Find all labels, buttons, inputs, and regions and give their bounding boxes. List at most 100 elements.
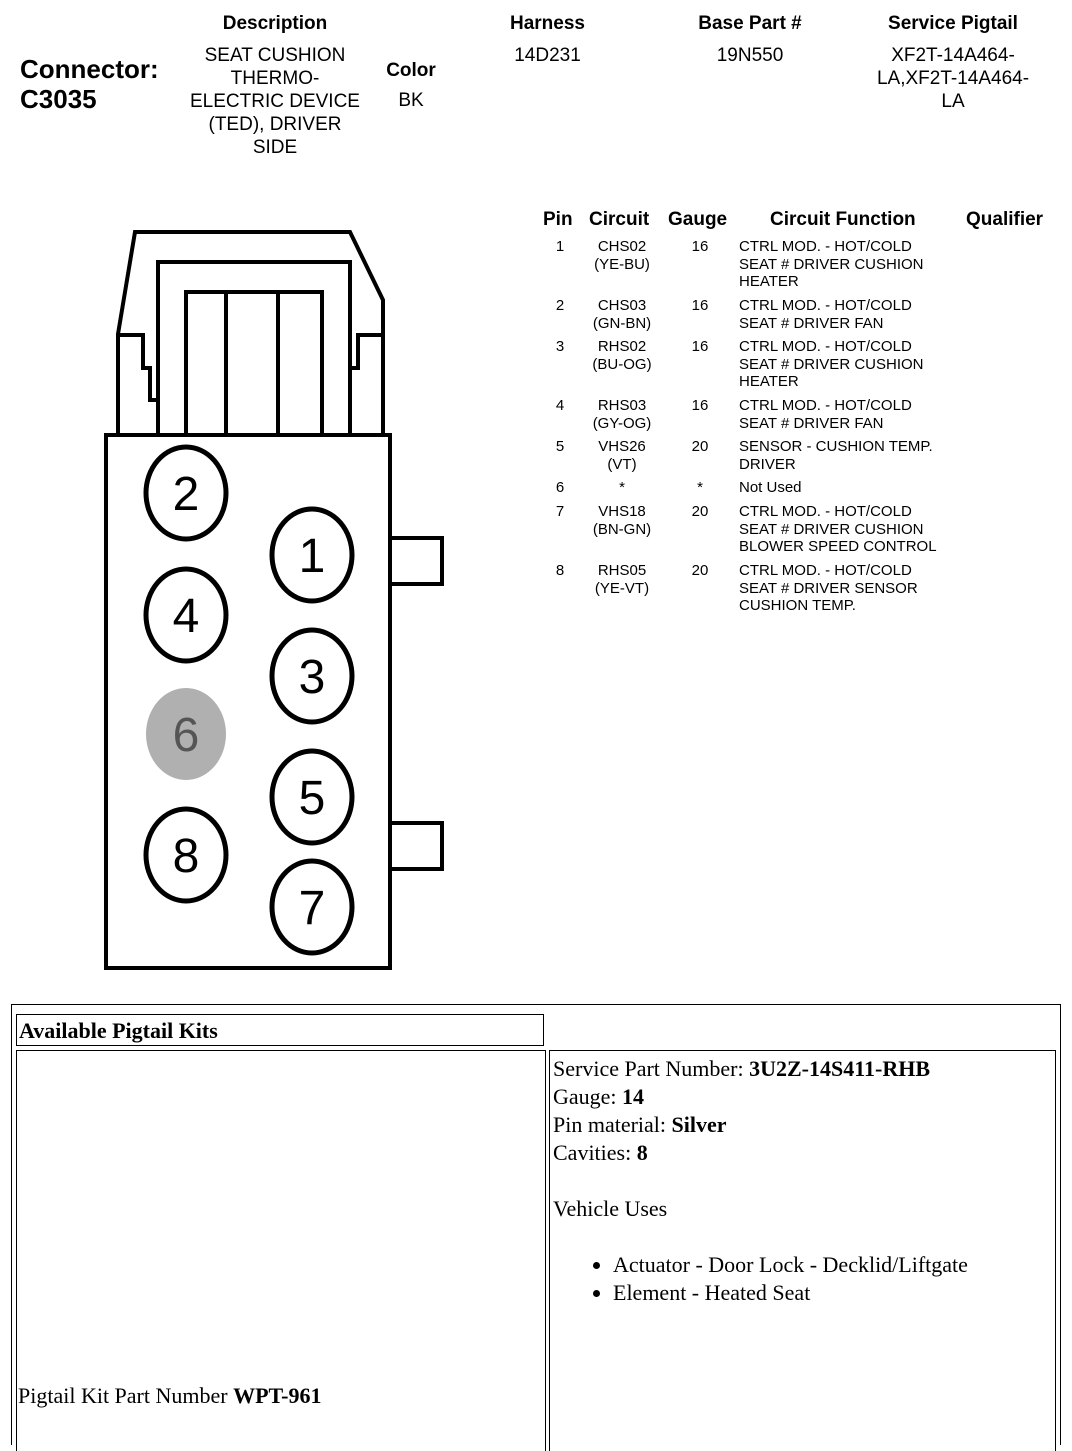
pigtail-kit-part-number: Pigtail Kit Part Number WPT-961 xyxy=(18,1383,322,1409)
connector-rib-block xyxy=(184,290,324,437)
pin-circuit-line: (BN-GN) xyxy=(592,520,652,538)
color-value: BK xyxy=(398,90,424,111)
pin-circuit-line: RHS05 xyxy=(597,562,647,579)
pin-function-line: DRIVER xyxy=(739,455,796,473)
pin-number: 6 xyxy=(555,479,565,496)
pin-table-header-circuit: Circuit xyxy=(589,209,650,230)
pin-circle xyxy=(269,506,355,604)
pin-label: 7 xyxy=(299,882,326,935)
pin-function-line: SEAT # DRIVER FAN xyxy=(739,414,884,432)
pin-cavity-3: 3 xyxy=(269,627,355,725)
base-part-value: 19N550 xyxy=(716,45,784,66)
connector-label-text: Connector: xyxy=(20,54,159,84)
pin-number: 4 xyxy=(555,397,565,414)
vehicle-use-item: Element - Heated Seat xyxy=(613,1279,968,1307)
pin-function-line: Not Used xyxy=(739,479,802,496)
pigtail-kit-image-cell xyxy=(16,1050,546,1451)
pin-circuit: RHS03(GY-OG) xyxy=(582,397,662,432)
connector-latch-inner xyxy=(156,260,352,435)
harness-header: Harness xyxy=(510,13,585,34)
pin-gauge: 16 xyxy=(691,338,709,355)
pin-circuit: CHS02(YE-BU) xyxy=(582,238,662,273)
pin-circuit-line: (YE-BU) xyxy=(594,255,650,273)
pigtail-kits-title: Available Pigtail Kits xyxy=(16,1014,544,1046)
color-header: Color xyxy=(386,60,436,81)
pin-circuit-function: SENSOR - CUSHION TEMP.DRIVER xyxy=(739,438,969,473)
pin-function-line: CTRL MOD. - HOT/COLD xyxy=(739,503,912,520)
service-part-label: Service Part Number: xyxy=(553,1056,744,1081)
pin-label: 5 xyxy=(299,772,326,825)
connector-face-diagram: 1 234 5 6 7 8 xyxy=(104,230,444,970)
service-part-row: Service Part Number: 3U2Z-14S411-RHB xyxy=(553,1055,968,1083)
kit-part-value: WPT-961 xyxy=(233,1383,322,1408)
pin-function-line: HEATER xyxy=(739,373,799,390)
description-line: SIDE xyxy=(252,137,298,158)
pin-circuit: RHS05(YE-VT) xyxy=(582,562,662,597)
pin-gauge: 20 xyxy=(691,503,709,520)
pin-circuit: VHS18(BN-GN) xyxy=(582,503,662,538)
pin-function-line: SEAT # DRIVER FAN xyxy=(739,314,884,332)
pin-table-header-pin: Pin xyxy=(543,209,573,230)
connector-latch-outline xyxy=(116,230,385,435)
pin-function-line: SENSOR - CUSHION TEMP. xyxy=(739,438,933,455)
connector-body xyxy=(104,433,392,970)
pin-circuit-line: (YE-VT) xyxy=(594,579,650,597)
vehicle-uses-label: Vehicle Uses xyxy=(553,1196,668,1221)
service-pigtail-header: Service Pigtail xyxy=(888,13,1018,34)
pin-circuit: * xyxy=(582,479,662,497)
service-pigtail-line: XF2T-14A464- xyxy=(891,45,1015,66)
pin-number: 2 xyxy=(555,297,565,314)
pin-circuit-line: VHS26 xyxy=(598,438,646,455)
pin-label: 1 xyxy=(299,530,326,583)
pin-cavity-4: 4 xyxy=(143,566,229,664)
gauge-row: Gauge: 14 xyxy=(553,1083,968,1111)
pin-function-line: BLOWER SPEED CONTROL xyxy=(739,538,937,555)
pin-cavity-8: 8 xyxy=(143,806,229,904)
pin-circle xyxy=(143,566,229,664)
pin-function-line: CTRL MOD. - HOT/COLD xyxy=(739,397,912,414)
cavities-label: Cavities: xyxy=(553,1140,632,1165)
pin-gauge: * xyxy=(697,479,703,496)
pin-number: 3 xyxy=(555,338,565,355)
pin-circuit-line: (VT) xyxy=(607,455,637,473)
pin-label: 6 xyxy=(173,709,200,762)
gauge-value: 14 xyxy=(622,1084,645,1109)
pigtail-kit-details-cell xyxy=(549,1050,1056,1451)
pin-gauge: 16 xyxy=(691,397,709,414)
pin-circuit-line: (BU-OG) xyxy=(592,355,652,373)
pin-circle xyxy=(269,748,355,846)
description-header: Description xyxy=(222,13,328,34)
pin-number: 1 xyxy=(555,238,565,255)
pin-number: 5 xyxy=(555,438,565,455)
pin-function-line: CTRL MOD. - HOT/COLD xyxy=(739,297,912,314)
pin-gauge: 20 xyxy=(691,562,709,579)
pin-table-header-qualifier: Qualifier xyxy=(966,209,1044,230)
pin-cavity-1: 1 xyxy=(269,506,355,604)
pin-function-line: SEAT # DRIVER CUSHION xyxy=(739,355,924,373)
pin-circuit-line: * xyxy=(619,479,625,496)
pin-function-line: SEAT # DRIVER CUSHION xyxy=(739,520,924,538)
harness-value: 14D231 xyxy=(514,45,581,66)
pigtail-kit-details: Service Part Number: 3U2Z-14S411-RHB Gau… xyxy=(553,1055,968,1307)
description-value: SEAT CUSHION THERMO- ELECTRIC DEVICE (TE… xyxy=(175,44,375,159)
pin-circle xyxy=(269,858,355,956)
pin-circuit-line: RHS02 xyxy=(597,338,647,355)
pin-function-line: CTRL MOD. - HOT/COLD xyxy=(739,238,912,255)
pin-cavity-2: 2 xyxy=(143,444,229,542)
base-part-header: Base Part # xyxy=(698,13,802,34)
connector-id: C3035 xyxy=(20,84,97,114)
service-pigtail-line: LA,XF2T-14A464- xyxy=(876,68,1030,89)
pin-function-line: CUSHION TEMP. xyxy=(739,597,856,614)
pin-circuit-line: VHS18 xyxy=(598,503,646,520)
pin-cavity-7: 7 xyxy=(269,858,355,956)
connector-side-tab xyxy=(388,821,444,871)
cavities-value: 8 xyxy=(636,1140,648,1165)
pin-circuit-function: Not Used xyxy=(739,479,969,497)
description-line: (TED), DRIVER xyxy=(208,114,342,135)
pin-function-line: SEAT # DRIVER SENSOR xyxy=(739,579,918,597)
pin-gauge: 20 xyxy=(691,438,709,455)
